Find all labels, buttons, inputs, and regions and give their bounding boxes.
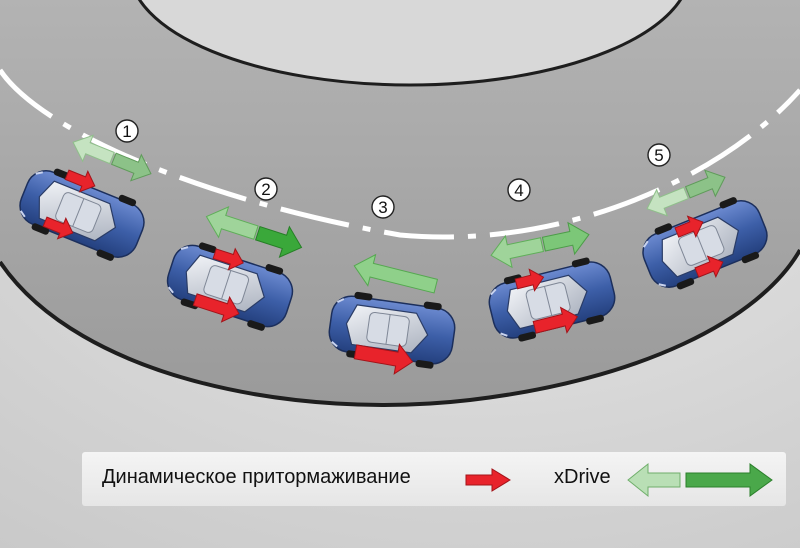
braking-arrow-icon bbox=[212, 247, 244, 271]
braking-arrow-icon bbox=[514, 268, 545, 292]
step-marker-3: 3 bbox=[371, 195, 395, 219]
svg-text:4: 4 bbox=[514, 181, 523, 200]
legend-xdrive-label: xDrive bbox=[554, 466, 611, 488]
xdrive-arrow-icon bbox=[72, 134, 152, 182]
svg-text:2: 2 bbox=[261, 180, 270, 199]
step-marker-2: 2 bbox=[254, 177, 278, 201]
braking-arrow-icon bbox=[42, 216, 74, 240]
step-marker-5: 5 bbox=[647, 143, 671, 167]
xdrive-arrow-icon bbox=[353, 253, 439, 294]
braking-arrow-icon bbox=[465, 468, 511, 492]
step-marker-1: 1 bbox=[115, 119, 139, 143]
braking-arrow-icon bbox=[192, 293, 240, 323]
xdrive-arrow-icon bbox=[646, 169, 726, 217]
legend-braking-label: Динамическое притормаживание bbox=[102, 466, 411, 488]
braking-arrow-icon bbox=[694, 255, 724, 278]
svg-text:3: 3 bbox=[378, 198, 387, 217]
braking-arrow-icon bbox=[64, 169, 96, 193]
xdrive-arrow-icon bbox=[205, 205, 303, 259]
braking-arrow-icon bbox=[674, 215, 704, 238]
infield bbox=[137, 0, 683, 87]
braking-arrow-icon bbox=[532, 306, 579, 334]
lane-divider bbox=[0, 68, 800, 240]
xdrive-arrow-icon bbox=[490, 221, 590, 269]
xdrive-arrow-icon bbox=[627, 462, 773, 498]
step-marker-4: 4 bbox=[507, 178, 531, 202]
svg-text:5: 5 bbox=[654, 146, 663, 165]
svg-text:1: 1 bbox=[122, 122, 131, 141]
legend: Динамическое притормаживание xDrive bbox=[82, 452, 786, 506]
braking-arrow-icon bbox=[353, 343, 414, 375]
